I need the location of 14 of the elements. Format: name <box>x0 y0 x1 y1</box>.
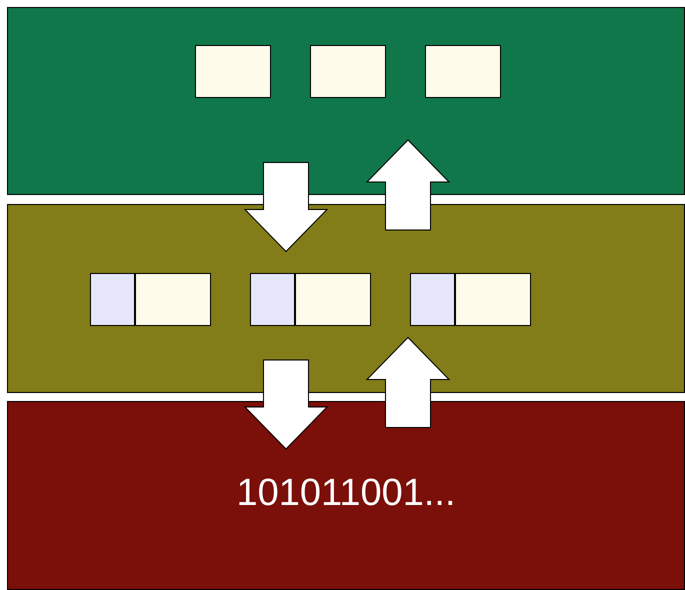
empty-box <box>250 273 295 326</box>
empty-box <box>425 45 501 98</box>
band-panel <box>7 204 685 393</box>
empty-box <box>310 45 386 98</box>
block-arrow <box>366 336 450 428</box>
empty-box <box>410 273 455 326</box>
block-arrow <box>244 360 328 450</box>
empty-box <box>195 45 271 98</box>
band-panel <box>7 7 685 195</box>
block-arrow <box>244 162 328 252</box>
block-arrow <box>366 139 450 230</box>
binary-text: 101011001... <box>235 472 457 515</box>
empty-box <box>90 273 135 326</box>
band-panel <box>7 401 685 590</box>
